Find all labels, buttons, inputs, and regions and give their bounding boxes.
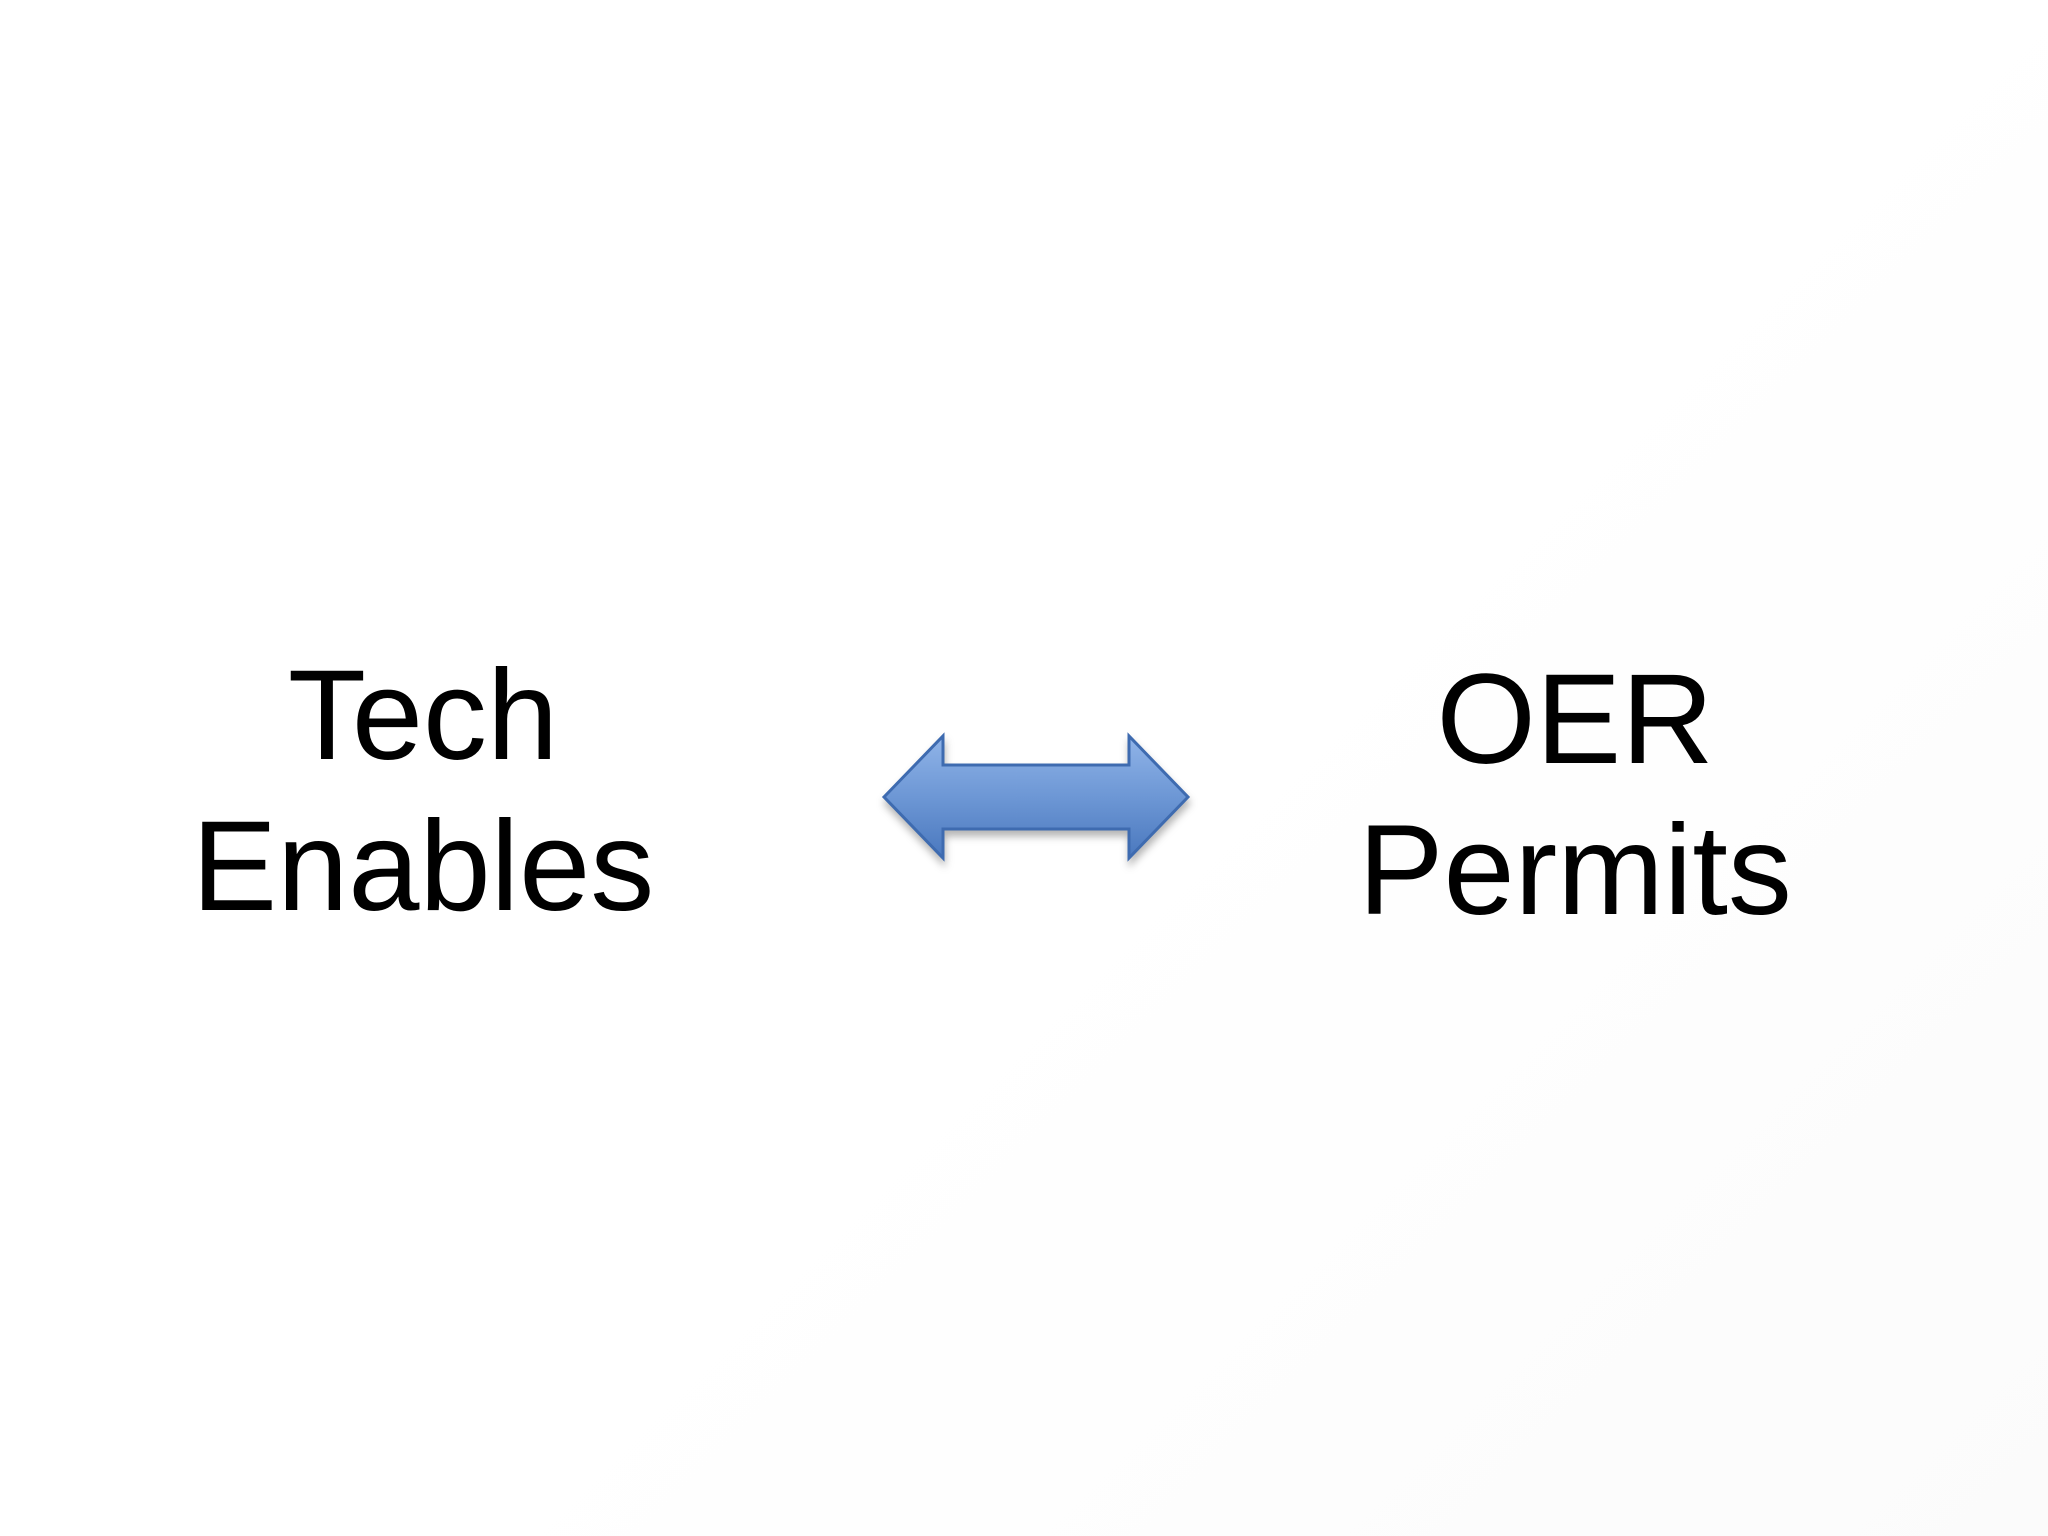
double-headed-arrow-icon <box>881 731 1191 863</box>
left-concept-line2: Enables <box>191 795 655 938</box>
right-concept-label: OER Permits <box>1225 644 1925 946</box>
right-concept-line1: OER <box>1436 648 1714 791</box>
double-headed-arrow-shape <box>881 732 1191 862</box>
left-concept-label: Tech Enables <box>123 640 723 942</box>
double-headed-arrow-svg <box>881 732 1191 862</box>
right-concept-line2: Permits <box>1358 799 1792 942</box>
left-concept-line1: Tech <box>287 644 559 787</box>
